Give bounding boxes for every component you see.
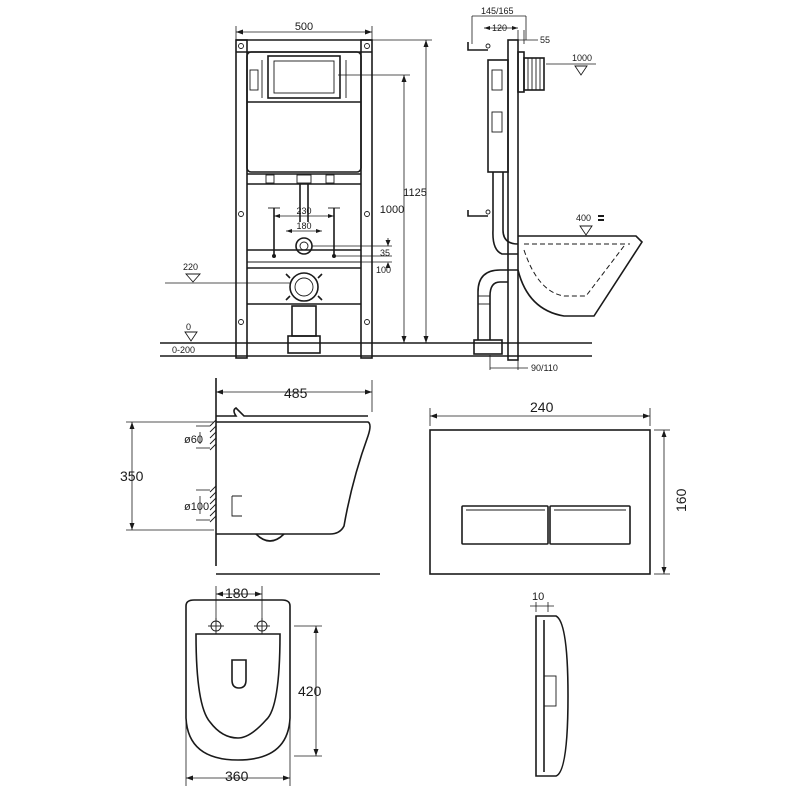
depth-inner-label: 120 xyxy=(492,23,507,33)
toilet-side-view xyxy=(209,378,380,575)
frame-front-view xyxy=(160,39,592,359)
flush-plate-front xyxy=(429,429,651,575)
plate-thickness-label: 10 xyxy=(532,591,544,603)
outlet-diameter-label: ø100 xyxy=(184,501,209,513)
frame-side-view xyxy=(467,39,545,361)
frame-total-height-label: 1125 xyxy=(403,187,427,199)
frame-height-label: 1000 xyxy=(380,204,404,216)
floor-range-label: 0-200 xyxy=(172,345,195,355)
floor-zero-label: 0 xyxy=(186,322,191,332)
toilet-top-view xyxy=(185,599,291,761)
toilet-top-dimensions: 180 420 360 xyxy=(185,585,322,786)
spacing-180-label: 180 xyxy=(296,221,311,231)
toilet-length-label: 485 xyxy=(284,385,308,401)
flush-plate-side: 10 xyxy=(530,591,569,777)
top-height-label: 1000 xyxy=(572,53,592,63)
bowl-height-label: 400 xyxy=(576,213,591,223)
toilet-top-width-label: 360 xyxy=(225,768,249,784)
offset-35-label: 35 xyxy=(380,248,390,258)
side-bowl-outline xyxy=(517,235,644,317)
inlet-diameter-label: ø60 xyxy=(184,434,203,446)
offset-100-label: 100 xyxy=(376,265,391,275)
depth-range-label: 145/165 xyxy=(481,6,514,16)
frame-side-dimensions: 145/165 120 55 1000 400 90/110 xyxy=(471,6,604,373)
frame-width-label: 500 xyxy=(295,21,313,33)
toilet-side-dimensions: 485 350 ø60 ø100 xyxy=(120,380,373,531)
plate-height-label: 160 xyxy=(673,488,689,512)
spacing-230-label: 230 xyxy=(296,206,311,216)
bottom-depth-label: 90/110 xyxy=(531,363,558,373)
plate-offset-label: 55 xyxy=(540,35,550,45)
toilet-top-length-label: 420 xyxy=(298,683,322,699)
outlet-height-label: 220 xyxy=(183,262,198,272)
frame-front-dimensions: 500 1125 1000 230 180 35 100 220 0 xyxy=(165,21,432,355)
flush-plate-dimensions: 240 160 xyxy=(429,399,689,575)
plate-width-label: 240 xyxy=(530,399,554,415)
bolt-spacing-label: 180 xyxy=(225,585,249,601)
toilet-height-label: 350 xyxy=(120,468,144,484)
